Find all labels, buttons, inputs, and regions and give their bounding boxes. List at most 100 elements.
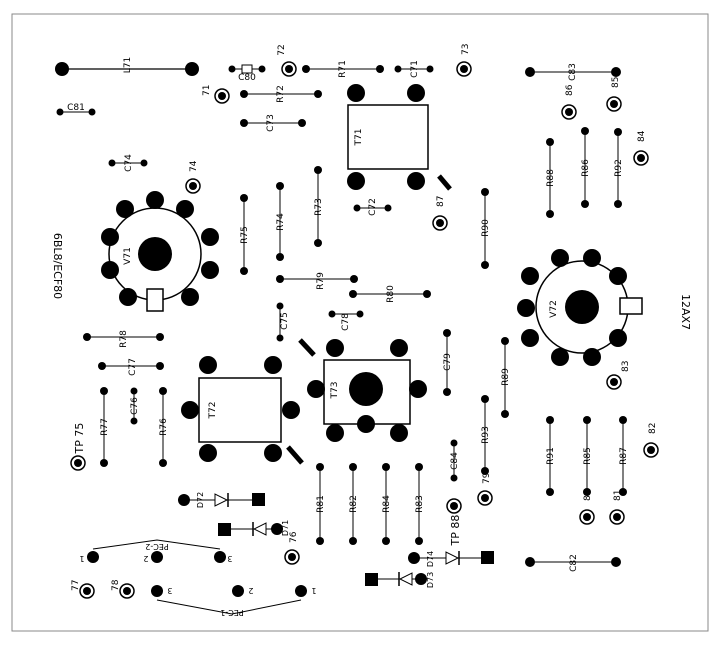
capacitor-c73: C73 (240, 114, 306, 132)
label-v71: V71 (123, 247, 133, 265)
label-tp76: 76 (289, 531, 299, 543)
label-tp72: 72 (277, 44, 287, 55)
tube-socket-v71: V71 (101, 191, 219, 312)
label-r78: R78 (119, 330, 129, 348)
label-c80: C80 (238, 73, 256, 83)
label-tp83: 83 (621, 361, 631, 372)
test-point-81: 81 (609, 490, 625, 525)
resistor-r91: R91 (546, 416, 556, 496)
label-tp85: 85 (611, 77, 621, 88)
resistor-r77: R77 (100, 387, 110, 467)
diode-d73: D73 (365, 572, 435, 588)
diode-d74: D74 (408, 551, 494, 567)
label-pec1-pin1: 1 (311, 586, 316, 595)
label-r91: R91 (546, 447, 556, 465)
label-r80: R80 (386, 285, 396, 303)
label-r92: R92 (614, 159, 624, 177)
resistor-r85: R85 (583, 416, 593, 496)
label-l71: L71 (123, 57, 133, 73)
test-point-86: 86 (561, 84, 577, 120)
label-r83: R83 (415, 495, 425, 513)
diode-d72: D72 (178, 492, 265, 508)
test-point-84: 84 (633, 130, 649, 166)
capacitor-c74: C74 (108, 154, 148, 172)
label-v72: V72 (549, 300, 559, 318)
pec-1-network: PEC-1 3 2 1 (151, 585, 317, 617)
transformer-t72: T72 (181, 356, 304, 465)
label-d73: D73 (426, 572, 435, 588)
capacitor-c71: C71 (394, 60, 434, 78)
capacitor-c76: C76 (130, 387, 140, 425)
label-c79: C79 (443, 353, 453, 371)
test-point-75: TP 75 (70, 423, 86, 471)
label-r90: R90 (481, 219, 491, 237)
test-point-71: 71 (202, 85, 230, 104)
resistor-r87: R87 (619, 416, 629, 496)
board-outline (11, 13, 709, 632)
label-d74: D74 (426, 551, 435, 567)
resistor-r82: R82 (349, 463, 359, 545)
label-r82: R82 (349, 495, 359, 513)
resistor-r92: R92 (614, 128, 624, 208)
label-r71: R71 (338, 60, 348, 78)
resistor-r88: R88 (546, 138, 556, 218)
label-tp82: 82 (648, 423, 658, 434)
label-tp84: 84 (637, 130, 647, 142)
label-r81: R81 (316, 495, 326, 513)
label-r85: R85 (583, 447, 593, 465)
label-c83: C83 (568, 63, 578, 81)
label-tp74: 74 (189, 160, 199, 172)
label-r84: R84 (382, 495, 392, 513)
label-tp71: 71 (202, 85, 212, 96)
label-c82: C82 (569, 554, 579, 572)
test-point-85: 85 (606, 77, 622, 112)
label-pec1: PEC-1 (220, 608, 243, 617)
resistor-r76: R76 (159, 387, 169, 467)
transformer-t71: T71 (347, 84, 452, 191)
resistor-r75: R75 (240, 194, 250, 275)
label-tp75: TP 75 (73, 423, 86, 455)
label-c75: C75 (280, 312, 290, 330)
label-c84: C84 (450, 452, 460, 470)
test-point-87: 87 (432, 196, 448, 231)
test-point-79: 79 (477, 472, 493, 506)
label-c71: C71 (410, 60, 420, 78)
resistor-r90: R90 (481, 188, 491, 269)
label-c77: C77 (128, 358, 138, 376)
label-tp87: 87 (436, 196, 446, 207)
capacitor-c72: C72 (353, 198, 392, 216)
resistor-r81: R81 (316, 463, 326, 545)
resistor-r80: R80 (349, 285, 431, 303)
resistor-r93: R93 (481, 395, 491, 475)
label-r73: R73 (314, 198, 324, 216)
label-d72: D72 (196, 492, 205, 508)
resistor-r86: R86 (581, 127, 591, 208)
test-point-80: 80 (579, 489, 595, 525)
inductor-l71: L71 (55, 57, 199, 76)
label-r89: R89 (501, 368, 511, 386)
label-tp88: TP 88 (449, 515, 462, 547)
test-point-72: 72 (277, 44, 297, 77)
label-r77: R77 (100, 418, 110, 436)
label-tp77: 77 (71, 580, 81, 591)
capacitor-c81: C81 (56, 103, 96, 116)
label-tp79: 79 (482, 472, 492, 484)
test-point-82: 82 (643, 423, 659, 458)
label-tp80: 80 (583, 489, 593, 501)
label-pec1-pin3: 3 (167, 586, 172, 595)
label-tube-12ax7: 12AX7 (679, 294, 692, 330)
label-c73: C73 (266, 114, 276, 132)
capacitor-c82: C82 (525, 554, 621, 572)
resistor-r71: R71 (302, 60, 384, 78)
label-pec2: PEC-2 (145, 542, 168, 551)
label-r86: R86 (581, 159, 591, 177)
resistor-r74: R74 (276, 182, 286, 261)
test-point-83: 83 (606, 361, 631, 390)
label-c78: C78 (341, 313, 351, 331)
label-c81: C81 (67, 103, 85, 113)
test-point-78: 78 (111, 579, 135, 599)
test-point-73: 73 (456, 44, 472, 77)
label-r75: R75 (240, 226, 250, 244)
label-tp78: 78 (111, 579, 121, 591)
label-r74: R74 (276, 213, 286, 231)
